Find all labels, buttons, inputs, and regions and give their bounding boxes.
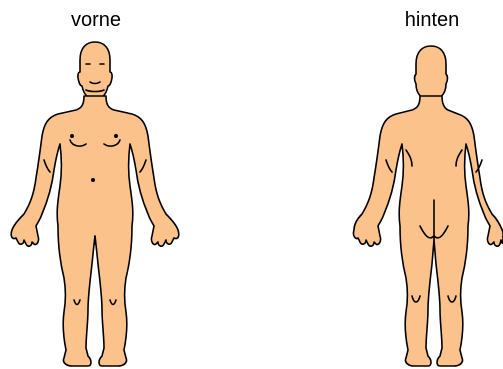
human-body-front-icon: [11, 42, 179, 366]
human-body-back-icon: [353, 46, 503, 366]
